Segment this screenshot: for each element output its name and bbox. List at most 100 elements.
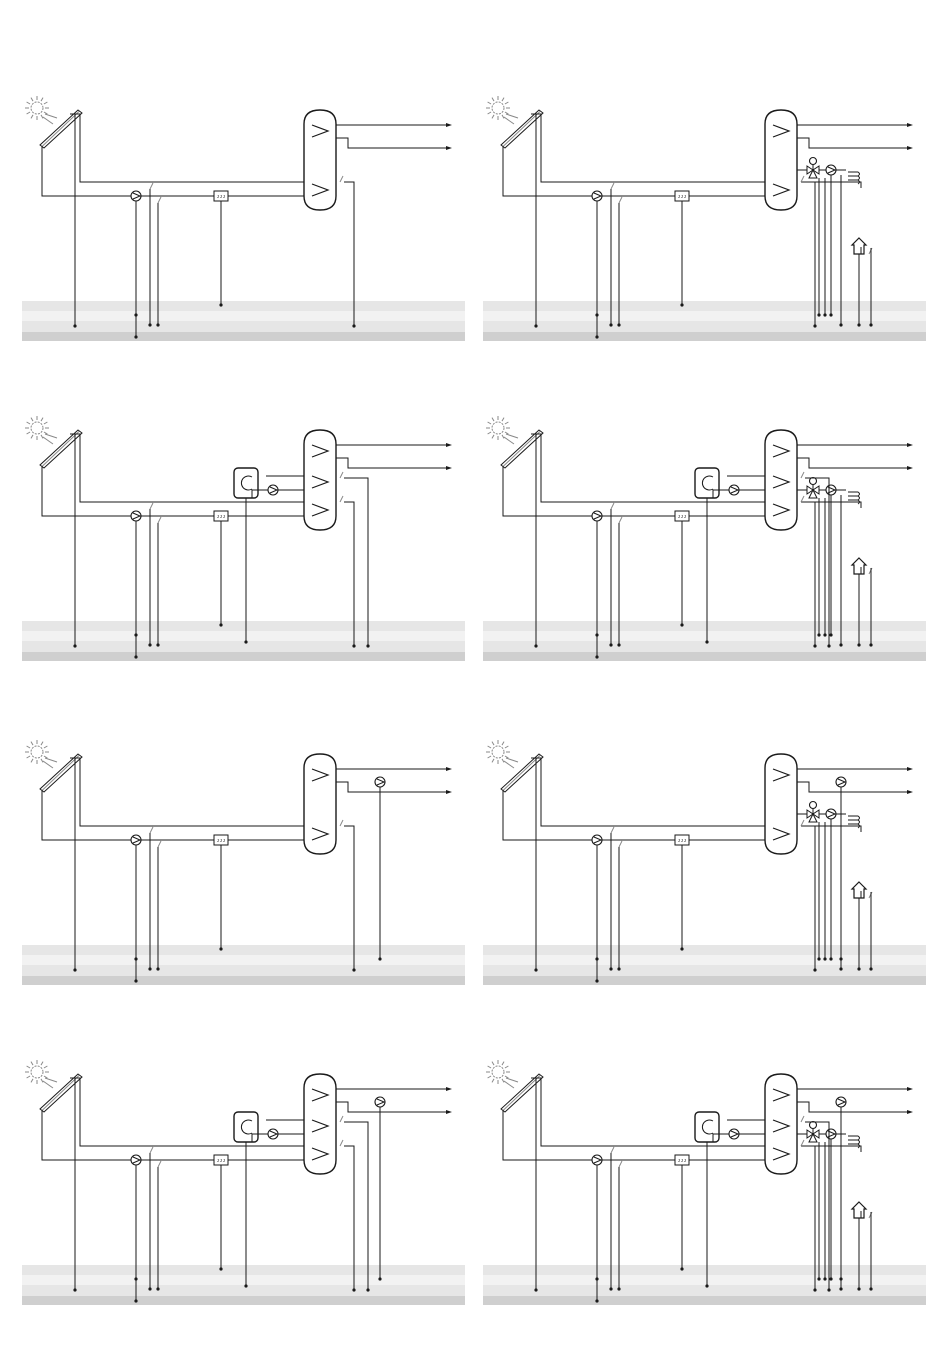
- sensor-tank-bottom: [340, 820, 343, 826]
- terminal-band-top: [22, 621, 465, 631]
- sensor-tank-top: [801, 472, 804, 478]
- dhw-cold-arrow-icon: [446, 146, 452, 150]
- boiler-terminal-dot: [705, 640, 708, 643]
- terminal-band-bottom: [22, 1296, 465, 1305]
- dhw-cold-pipe: [336, 458, 450, 468]
- solar-supply-pipe: [70, 114, 304, 182]
- boiler-body: [695, 468, 719, 498]
- house-outline: [852, 238, 866, 254]
- terminal-band-top: [483, 621, 926, 631]
- terminal-band-top: [22, 1265, 465, 1275]
- return-sensor-terminal-dot: [609, 323, 612, 326]
- collector-icon: [501, 754, 543, 792]
- boiler-terminal-dot: [244, 1284, 247, 1287]
- dhw-cold-pipe: [797, 138, 911, 148]
- boiler-pump-icon: [729, 485, 739, 495]
- collector-icon: [501, 430, 543, 468]
- controller-label: ᴊᴊᴊ: [216, 1158, 225, 1164]
- dhw-pump-terminal-dot: [378, 1277, 381, 1280]
- flow-sensor-terminal-dot: [156, 1287, 159, 1290]
- sensor-flow: [619, 841, 622, 847]
- controller-terminal-dot: [219, 947, 222, 950]
- valve-terminal-dot-2: [823, 633, 826, 636]
- sensor-tick: [340, 176, 343, 182]
- collector-glass: [42, 112, 79, 147]
- sun-icon: [25, 740, 57, 768]
- return-sensor-terminal-dot: [148, 323, 151, 326]
- sensor-flow: [158, 517, 161, 523]
- tank-sensor-terminal-dot: [813, 324, 816, 327]
- tank-icon: [304, 1074, 336, 1174]
- controller-label: ᴊᴊᴊ: [216, 514, 225, 520]
- sensor-tick: [340, 1116, 343, 1122]
- sun-icon: [486, 416, 518, 444]
- terminal-band-mid: [483, 631, 926, 641]
- valve-terminal-dot-2: [823, 957, 826, 960]
- collector-glass: [503, 1076, 540, 1111]
- solar-pump-terminal-dot-2: [595, 335, 598, 338]
- dhw-hot-arrow-icon: [907, 1087, 913, 1091]
- sensor-tick: [619, 517, 622, 523]
- dhw-cold-arrow-icon: [907, 466, 913, 470]
- sensor-tick: [611, 503, 614, 509]
- dhw-cold-pipe: [797, 782, 911, 792]
- boiler-pump-icon: [729, 1129, 739, 1139]
- valve-terminal-dot: [817, 957, 820, 960]
- valve-terminal-dot-2: [823, 313, 826, 316]
- sun-ray: [502, 98, 504, 101]
- dhw-cold-arrow-icon: [446, 1110, 452, 1114]
- sun-disc: [31, 1066, 43, 1078]
- flow-sensor-terminal-dot: [156, 323, 159, 326]
- dhw-cold-pipe: [336, 138, 450, 148]
- controller-terminal-dot: [219, 1267, 222, 1270]
- solar-pump-icon: [592, 511, 602, 521]
- sun-ray: [27, 746, 30, 748]
- return-sensor-terminal-dot: [609, 967, 612, 970]
- valve-actuator: [810, 478, 817, 485]
- radiator-loop: [848, 176, 860, 180]
- boiler-pump-icon: [268, 1129, 278, 1139]
- collector-glass: [503, 112, 540, 147]
- controller-label: ᴊᴊᴊ: [216, 194, 225, 200]
- return-sensor-terminal-dot: [609, 1287, 612, 1290]
- flow-sensor-terminal-dot: [156, 967, 159, 970]
- terminal-band-bottom: [483, 1296, 926, 1305]
- sun-ray: [41, 435, 43, 438]
- sun-ray: [492, 115, 494, 118]
- sun-ray: [31, 1079, 33, 1082]
- sun-disc: [31, 102, 43, 114]
- sun-ray: [502, 759, 504, 762]
- boiler-body: [695, 1112, 719, 1142]
- controller-label: ᴊᴊᴊ: [677, 838, 686, 844]
- collector-glass: [42, 432, 79, 467]
- sun-ray: [27, 1066, 30, 1068]
- solar-pump-icon: [592, 835, 602, 845]
- sensor-tick: [801, 1116, 804, 1122]
- sensor-tick: [150, 503, 153, 509]
- heating-pump-icon: [826, 809, 836, 819]
- heating-pump-icon: [826, 485, 836, 495]
- heating-pump-terminal-dot: [829, 633, 832, 636]
- terminal-band-low: [22, 321, 465, 332]
- boiler-icon: [695, 1112, 719, 1142]
- sensor-tick: [340, 820, 343, 826]
- schematic-diagram-1: ᴊᴊᴊ: [22, 96, 465, 341]
- heating-sensor-terminal-dot: [839, 323, 842, 326]
- sensor-flow: [619, 1161, 622, 1167]
- sensor-collector-return: [150, 1147, 153, 1153]
- radiator-loop: [848, 172, 860, 176]
- sun-ray: [27, 756, 30, 758]
- controller-label: ᴊᴊᴊ: [677, 194, 686, 200]
- collector-terminal-dot: [534, 644, 537, 647]
- solar-pump-terminal-dot-2: [134, 335, 137, 338]
- sun-ray: [502, 1062, 504, 1065]
- collector-terminal-dot: [73, 1288, 76, 1291]
- solar-pump-terminal-dot-2: [134, 979, 137, 982]
- sensor-tick: [150, 183, 153, 189]
- collector-icon: [501, 110, 543, 148]
- flow-sensor-terminal-dot: [617, 323, 620, 326]
- dhw-hot-arrow-icon: [446, 1087, 452, 1091]
- controller-icon: ᴊᴊᴊ: [675, 835, 689, 845]
- dhw-circulation-pump-icon: [375, 1097, 385, 1107]
